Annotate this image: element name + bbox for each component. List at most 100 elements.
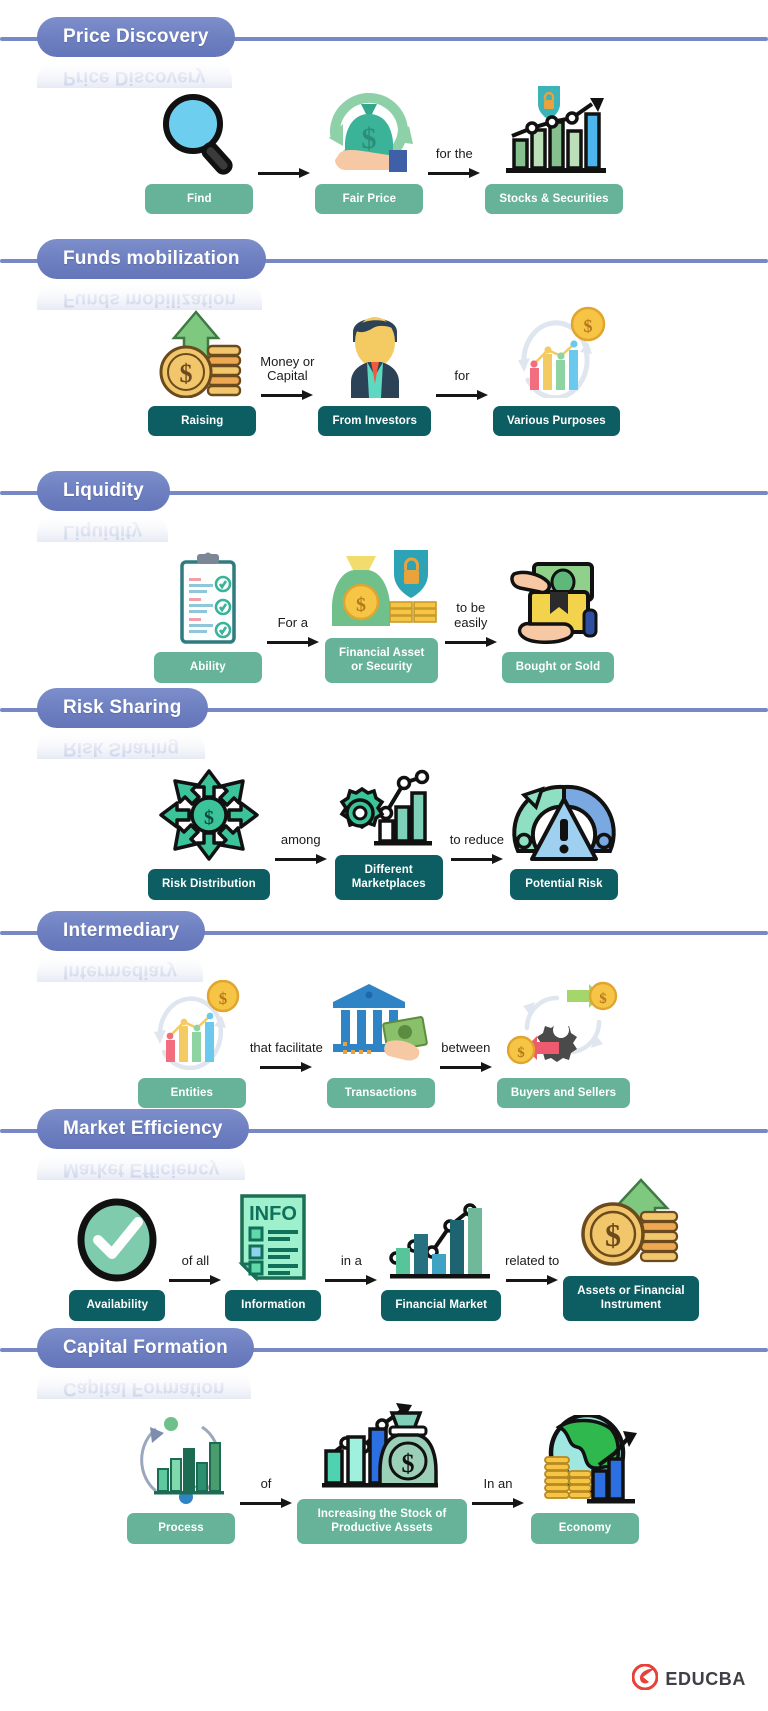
node-label: Fair Price xyxy=(315,184,424,215)
arrow-icon xyxy=(439,1062,492,1073)
section-risk-sharing: Risk Sharing Risk Sharing xyxy=(0,685,768,900)
coins-up-arrow-icon: $ xyxy=(152,306,252,398)
info-document-icon: INFO xyxy=(234,1190,312,1282)
section-title-pill: Market Efficiency xyxy=(37,1109,249,1149)
bank-cash-icon xyxy=(329,978,433,1070)
section-header: Price Discovery Price Discovery xyxy=(0,14,768,88)
section-capital-formation: Capital Formation Capital Formation xyxy=(0,1325,768,1544)
section-title-pill: Risk Sharing xyxy=(37,688,208,728)
node-label: Risk Distribution xyxy=(148,869,270,900)
flow-node: $ Increasing the Stock of Productive Ass… xyxy=(297,1399,467,1544)
line-bar-chart-icon xyxy=(386,1190,496,1282)
header-rule xyxy=(0,491,768,495)
arrow-icon xyxy=(169,1274,222,1285)
header-rule xyxy=(0,37,768,41)
section-header: Funds mobilization Funds mobilization xyxy=(0,236,768,310)
node-label: Increasing the Stock of Productive Asset… xyxy=(297,1499,467,1544)
section-header: Capital Formation Capital Formation xyxy=(0,1325,768,1399)
node-label: Information xyxy=(225,1290,322,1321)
node-label: From Investors xyxy=(318,406,431,437)
flow-node: Find xyxy=(145,84,254,215)
flow-node: Financial Market xyxy=(381,1190,502,1321)
arrow-icon xyxy=(428,168,481,179)
flow-connector: among xyxy=(270,831,332,900)
section-funds-mobilization: Funds mobilization Funds mobilization xyxy=(0,236,768,437)
svg-text:$: $ xyxy=(600,991,608,1007)
flow-row: $ Entities that facilitate xyxy=(0,978,768,1109)
flow-connector: in a xyxy=(321,1253,381,1321)
flow-connector: of xyxy=(235,1475,297,1544)
flow-node: Bought or Sold xyxy=(501,552,615,683)
flow-node: Stocks & Securities xyxy=(485,84,623,215)
businessman-icon xyxy=(327,306,423,398)
arrow-icon xyxy=(258,168,311,179)
node-label: Raising xyxy=(148,406,257,437)
connector-label: to reduce xyxy=(449,831,504,847)
connector-label: for xyxy=(454,368,470,384)
header-rule xyxy=(0,708,768,712)
node-label: Transactions xyxy=(326,1078,435,1109)
flow-node: Different Marketplaces xyxy=(332,755,446,900)
flow-node: Process xyxy=(127,1413,235,1544)
flow-node: Availability xyxy=(69,1190,166,1321)
svg-text:$: $ xyxy=(362,122,377,155)
coins-growth-arrow-icon: $ xyxy=(579,1176,683,1268)
dollar-spread-arrows-icon: $ xyxy=(159,769,259,862)
flow-node: $ Various Purposes xyxy=(492,306,620,437)
magnifier-icon xyxy=(153,84,245,176)
header-pill-reflection: Capital Formation xyxy=(37,1369,251,1399)
flow-node: INFO Information xyxy=(225,1190,322,1321)
money-bag-hand-icon: $ xyxy=(317,84,421,176)
node-label: Process xyxy=(127,1513,235,1544)
node-label: Different Marketplaces xyxy=(334,855,443,900)
connector-label: of xyxy=(260,1475,272,1491)
section-title-pill: Capital Formation xyxy=(37,1328,254,1368)
connector-label: to be easily xyxy=(454,599,488,630)
globe-coins-chart-icon xyxy=(529,1413,641,1505)
check-circle-icon xyxy=(74,1190,160,1282)
svg-text:$: $ xyxy=(605,1217,621,1253)
connector-label: among xyxy=(280,831,321,847)
svg-text:$: $ xyxy=(356,594,366,616)
flow-node: Economy xyxy=(529,1413,641,1544)
flow-connector: In an xyxy=(467,1475,529,1544)
svg-text:$: $ xyxy=(402,1449,415,1478)
gear-bar-chart-icon xyxy=(332,755,446,847)
flow-connector: to be easily xyxy=(440,599,502,683)
arrow-icon xyxy=(444,636,497,647)
arrow-icon xyxy=(450,853,503,864)
connector-label: between xyxy=(441,1040,491,1056)
brand-logo: EDUCBA xyxy=(631,1663,746,1695)
node-label: Entities xyxy=(137,1078,246,1109)
growth-money-bag-icon: $ xyxy=(318,1399,446,1491)
flow-node: $ Financial Asset xyxy=(324,538,440,683)
node-label: Various Purposes xyxy=(492,406,620,437)
connector-label: For a xyxy=(277,614,308,630)
connector-label: In an xyxy=(483,1475,513,1491)
cycle-bar-chart-icon xyxy=(128,1413,234,1505)
flow-node: Transactions xyxy=(326,978,435,1109)
secure-bar-chart-icon xyxy=(494,84,614,176)
header-rule xyxy=(0,259,768,263)
arrow-icon xyxy=(435,390,488,401)
svg-text:$: $ xyxy=(518,1045,526,1061)
node-label: Availability xyxy=(69,1290,166,1321)
arrow-icon xyxy=(266,636,319,647)
node-label: Find xyxy=(145,184,254,215)
flow-connector: for xyxy=(431,368,493,436)
svg-text:$: $ xyxy=(219,989,228,1008)
svg-text:$: $ xyxy=(584,316,593,336)
chart-coin-cycle-icon: $ xyxy=(502,306,610,398)
section-header: Liquidity Liquidity xyxy=(0,468,768,542)
section-title-pill: Price Discovery xyxy=(37,17,235,57)
flow-connector: for the xyxy=(423,146,485,214)
section-intermediary: Intermediary Intermediary xyxy=(0,908,768,1109)
section-liquidity: Liquidity Liquidity xyxy=(0,468,768,683)
header-rule xyxy=(0,1348,768,1352)
section-price-discovery: Price Discovery Price Discovery Find xyxy=(0,14,768,215)
arrow-icon xyxy=(472,1497,524,1508)
flow-connector: related to xyxy=(501,1253,563,1321)
section-title-pill: Liquidity xyxy=(37,471,170,511)
connector-label: of all xyxy=(181,1252,210,1268)
flow-connector: Money or Capital xyxy=(256,354,318,437)
